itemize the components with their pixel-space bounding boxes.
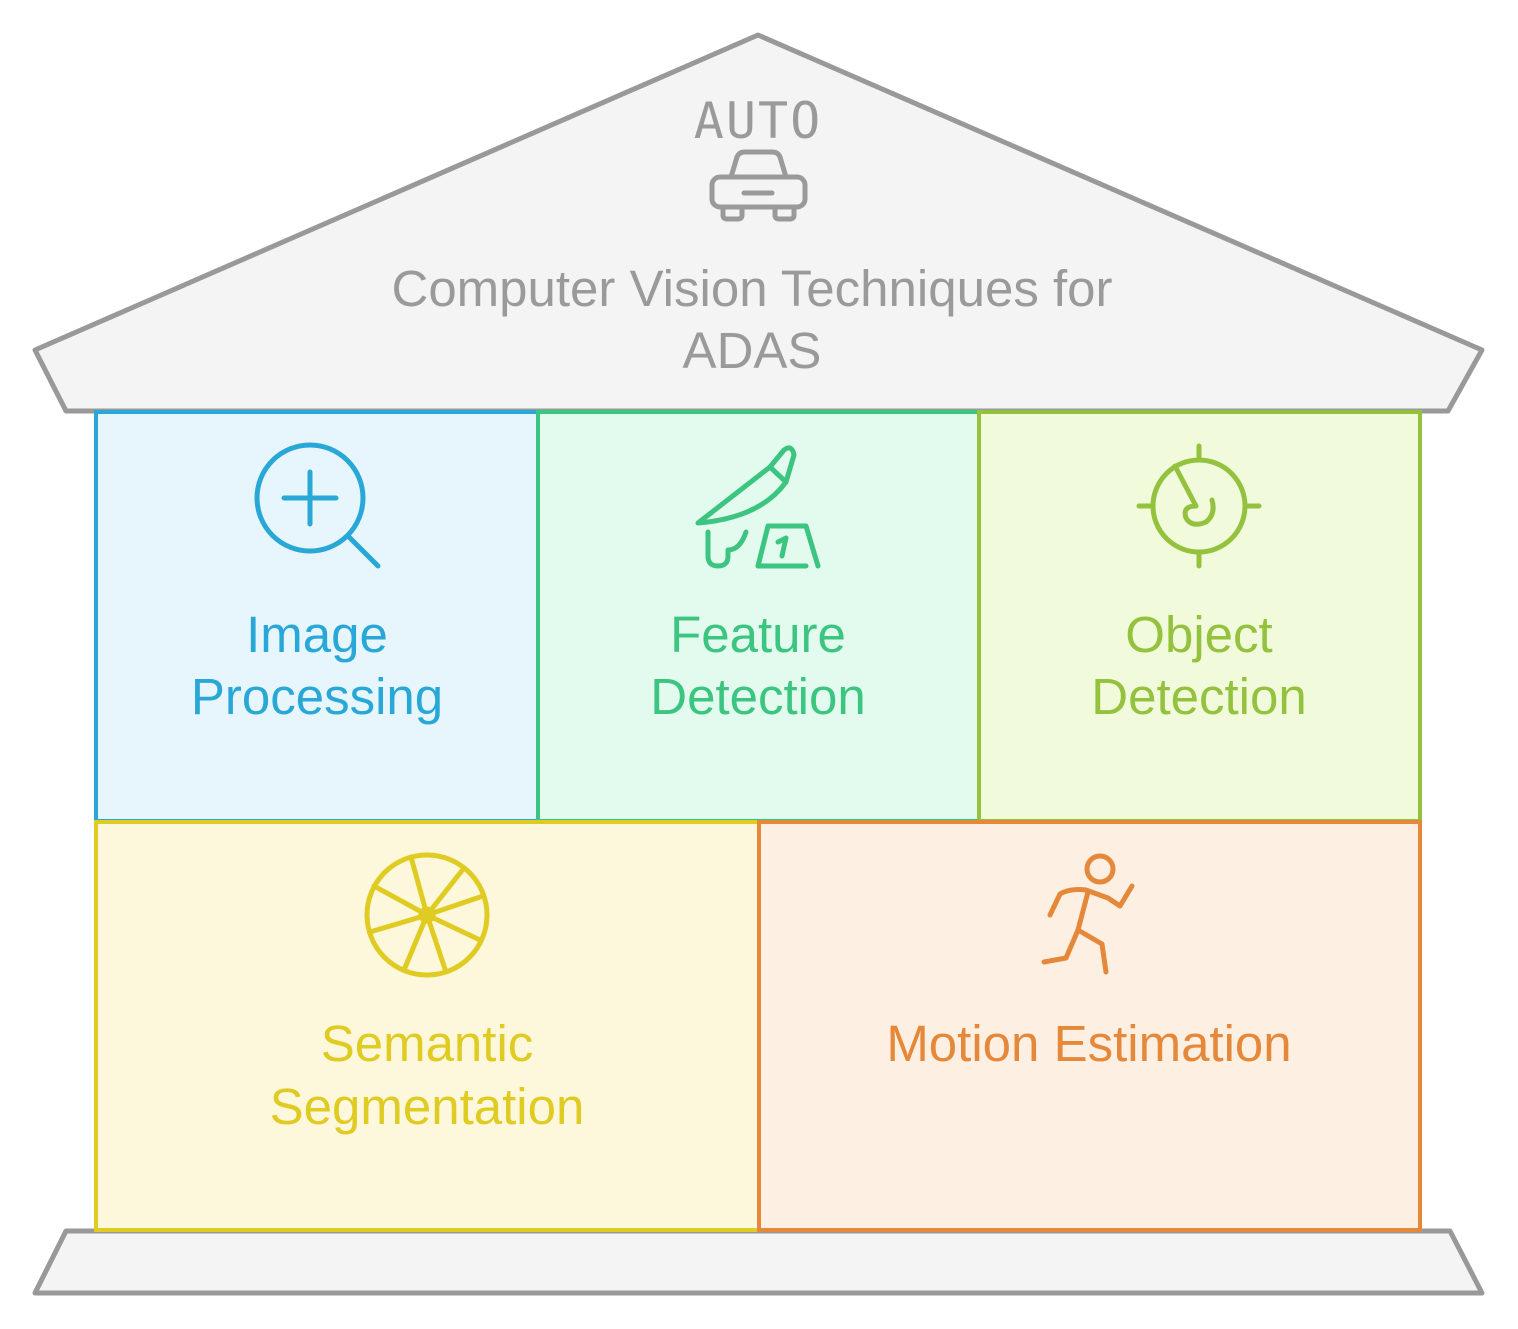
pillar-label-line-2: Detection [650,668,865,725]
radar-target-icon [1136,443,1262,569]
running-person-icon [1041,853,1135,975]
pillar-label-line-1: Feature [670,606,846,663]
pillar-label-line-1: Motion Estimation [886,1015,1291,1072]
zoom-in-magnifier-icon [254,442,381,569]
pillar-label-line-2: Segmentation [270,1078,585,1135]
wheel-segments-icon [364,852,490,978]
pillar-label-line-1: Semantic [321,1015,534,1072]
pillar-object-detection: Object Detection [977,410,1422,823]
pillar-feature-detection: Feature Detection [536,410,981,823]
pillar-box [536,410,981,823]
pillar-label-line-2: Detection [1091,668,1306,725]
pillar-label-line-2: Processing [191,668,443,725]
pillar-motion-estimation: Motion Estimation [757,820,1422,1232]
roof-title-line-2: ADAS [683,322,822,379]
roof-brand-text: AUTO [694,92,822,150]
scalpel-evidence-marker-icon [695,445,821,569]
pillar-image-processing: Image Processing [94,410,540,823]
pillar-label-line-1: Image [246,606,388,663]
pillar-box [94,820,761,1232]
car-icon [709,149,808,222]
pillar-label-line-1: Object [1125,606,1272,663]
pillar-box [94,410,540,823]
pillar-semantic-segmentation: Semantic Segmentation [94,820,761,1232]
base [32,1228,1485,1296]
roof-title-line-1: Computer Vision Techniques for [391,260,1112,317]
